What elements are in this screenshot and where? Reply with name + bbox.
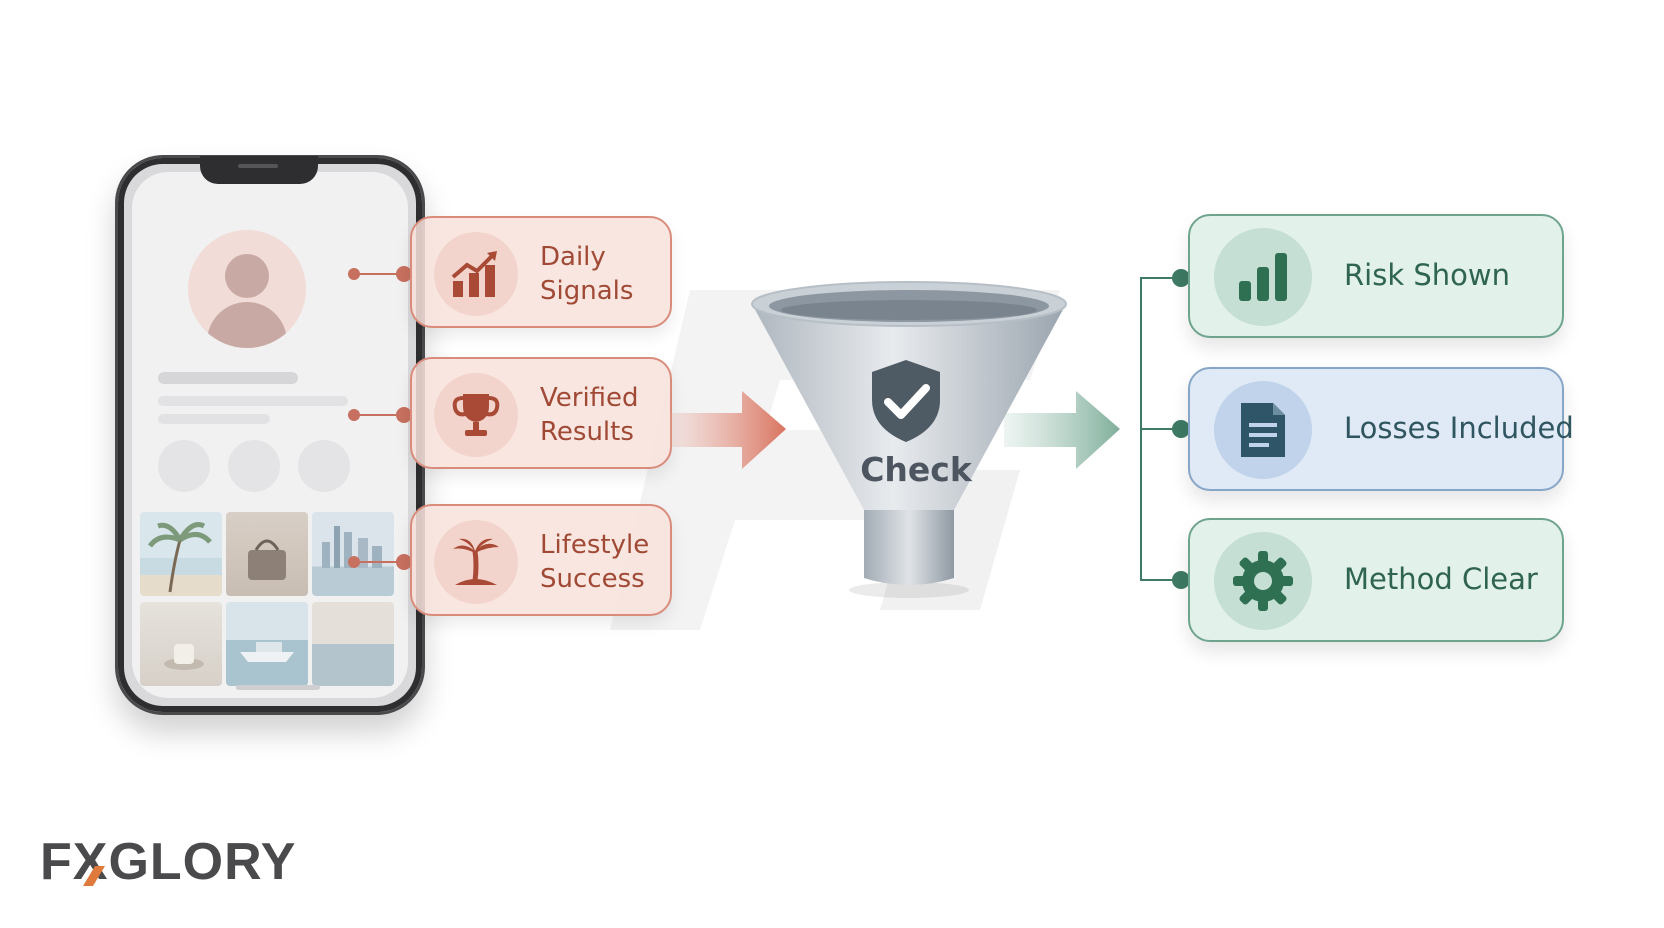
card-lifestyle-success: Lifestyle Success — [410, 504, 672, 616]
photo-tile-beach — [140, 512, 222, 596]
card-label-line: Success — [540, 564, 645, 594]
placeholder-bar — [158, 414, 270, 424]
card-losses-included: Losses Included — [1188, 367, 1574, 491]
gear-icon — [1214, 532, 1312, 630]
shield-check-icon — [872, 360, 940, 442]
connector-dot — [396, 266, 412, 282]
brand-logo-text: FXGLORY — [40, 833, 297, 891]
palm-tree-icon — [434, 520, 518, 604]
phone-mockup — [115, 155, 425, 715]
card-risk-shown: Risk Shown — [1188, 214, 1564, 338]
connector-line — [1140, 277, 1182, 279]
card-label-line: Verified — [540, 383, 639, 413]
connector-dot — [348, 409, 360, 421]
logo-accent-mark — [83, 866, 105, 886]
placeholder-bar — [158, 396, 348, 406]
placeholder-dot — [228, 440, 280, 492]
connector-dot — [396, 407, 412, 423]
connector-line — [354, 414, 406, 416]
phone-notch — [200, 156, 318, 184]
connector-dot — [1172, 420, 1190, 438]
card-label: Losses Included — [1344, 411, 1574, 445]
photo-tile-yacht — [226, 602, 308, 686]
brand-logo: FXGLORY — [40, 832, 296, 892]
connector-dot — [348, 556, 360, 568]
card-label: Method Clear — [1344, 562, 1538, 596]
chart-growth-icon — [434, 232, 518, 316]
bar-chart-icon — [1214, 228, 1312, 326]
card-label-line: Signals — [540, 276, 634, 306]
photo-tile-city — [312, 512, 394, 596]
trophy-icon — [434, 373, 518, 457]
photo-tile-sunset — [312, 602, 394, 686]
arrow-into-funnel — [670, 391, 786, 469]
connector-line — [354, 561, 406, 563]
card-label-line: Lifestyle — [540, 530, 650, 560]
card-daily-signals: Daily Signals — [410, 216, 672, 328]
filter-funnel — [751, 281, 1067, 598]
placeholder-dot — [158, 440, 210, 492]
connector-dot — [348, 268, 360, 280]
card-label: Risk Shown — [1344, 258, 1510, 292]
connector-line — [1140, 579, 1182, 581]
connector-dot — [1172, 571, 1190, 589]
card-label-line: Daily — [540, 242, 606, 272]
connector-dot — [396, 554, 412, 570]
home-indicator — [236, 685, 320, 690]
photo-tile-coffee — [140, 602, 222, 686]
arrow-out-of-funnel — [1004, 391, 1120, 469]
photo-tile-bag — [226, 512, 308, 596]
funnel-label: Check — [860, 450, 972, 489]
placeholder-bar — [158, 372, 298, 384]
card-verified-results: Verified Results — [410, 357, 672, 469]
placeholder-dot — [298, 440, 350, 492]
card-method-clear: Method Clear — [1188, 518, 1564, 642]
connector-line — [354, 273, 406, 275]
phone-screen — [132, 172, 408, 698]
profile-avatar — [188, 230, 306, 348]
connector-line — [1140, 428, 1182, 430]
card-label-line: Results — [540, 417, 634, 447]
connector-dot — [1172, 269, 1190, 287]
document-icon — [1214, 381, 1312, 479]
